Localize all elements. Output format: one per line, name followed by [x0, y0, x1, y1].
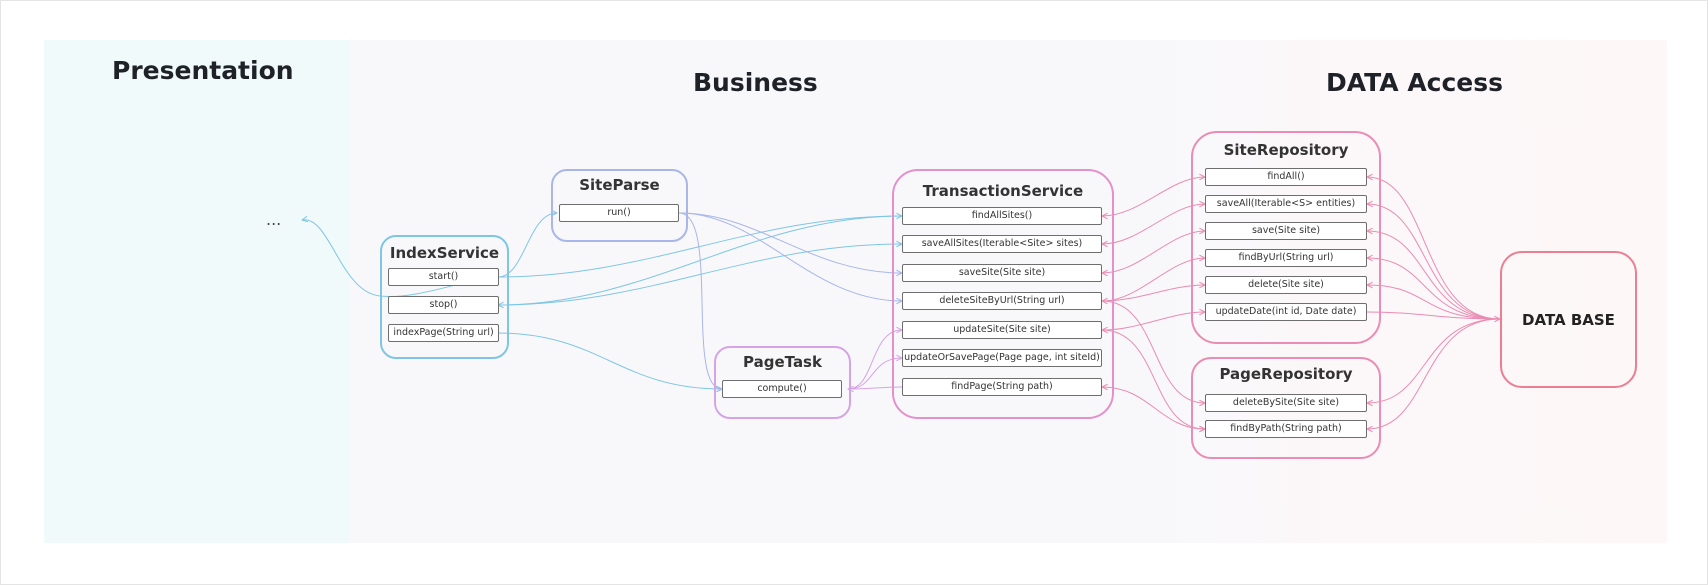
connector-stop-saveallsites	[497, 244, 902, 306]
connector-db-save	[1367, 231, 1501, 320]
connector-saveallsites-saveall	[1102, 204, 1205, 244]
database-box: DATA BASE	[1500, 251, 1637, 388]
page-task-box: PageTask	[714, 346, 851, 419]
connector-updatesite-findbypath	[1101, 329, 1205, 429]
connector-findallsites-findall	[1102, 177, 1205, 216]
site-parse-method-run[interactable]: run()	[559, 204, 679, 222]
site-repository-method-saveall[interactable]: saveAll(Iterable<S> entities)	[1205, 195, 1367, 213]
data-access-layer-title: DATA Access	[1326, 68, 1504, 97]
transaction-service-method-savesite[interactable]: saveSite(Site site)	[902, 264, 1102, 282]
connector-updatesite-updatedate	[1102, 312, 1205, 330]
site-repository-method-findall[interactable]: findAll()	[1205, 168, 1367, 186]
database-label: DATA BASE	[1522, 310, 1615, 329]
index-service-box: IndexService	[380, 235, 509, 359]
connector-updatedate-db	[1366, 311, 1500, 319]
connector-db-delete	[1367, 285, 1501, 320]
transaction-service-method-deletesitebyurl[interactable]: deleteSiteByUrl(String url)	[902, 292, 1102, 310]
business-layer-title: Business	[693, 68, 818, 97]
ellipsis-node: ...	[266, 210, 282, 229]
connector-db-findbyurl	[1367, 258, 1501, 320]
site-repository-box: SiteRepository	[1191, 131, 1381, 344]
transaction-service-method-updateorsavepage[interactable]: updateOrSavePage(Page page, int siteId)	[902, 349, 1102, 367]
page-repository-method-deletebysite[interactable]: deleteBySite(Site site)	[1205, 394, 1367, 412]
index-service-method-stop[interactable]: stop()	[388, 296, 499, 314]
index-service-method-start[interactable]: start()	[388, 268, 499, 286]
connector-indexpage-compute	[497, 332, 722, 389]
transaction-service-method-findallsites[interactable]: findAllSites()	[902, 207, 1102, 225]
site-parse-box: SiteParse	[551, 169, 688, 242]
connector-findpage-findbypath	[1102, 387, 1205, 429]
connector-db-findall	[1367, 177, 1501, 320]
site-repository-method-findbyurl[interactable]: findByUrl(String url)	[1205, 249, 1367, 267]
connector-compute-findpage	[848, 387, 903, 389]
transaction-service-title: TransactionService	[922, 182, 1084, 200]
page-repository-method-findbypath[interactable]: findByPath(String path)	[1205, 420, 1367, 438]
page-task-method-compute[interactable]: compute()	[722, 380, 842, 398]
connector-deletesite-deletebysite	[1101, 300, 1205, 403]
transaction-service-method-findpage[interactable]: findPage(String path)	[902, 378, 1102, 396]
connector-start-findallsites	[497, 216, 902, 278]
connector-run-savesite	[678, 212, 902, 273]
page-task-title: PageTask	[743, 353, 822, 371]
connector-savesite-save	[1102, 231, 1205, 273]
site-repository-method-updatedate[interactable]: updateDate(int id, Date date)	[1205, 303, 1367, 321]
connector-db-saveall	[1367, 204, 1501, 320]
connector-start-run	[497, 213, 557, 278]
connector-db-deletebysite	[1367, 318, 1501, 403]
presentation-layer-panel	[44, 40, 350, 543]
connector-run-compute	[678, 212, 722, 389]
site-repository-title: SiteRepository	[1223, 141, 1349, 159]
connector-run-deletesite	[678, 212, 902, 301]
connector-deletesite-findbyurl	[1102, 258, 1205, 301]
index-service-method-indexpage[interactable]: indexPage(String url)	[388, 324, 499, 342]
site-repository-method-save[interactable]: save(Site site)	[1205, 222, 1367, 240]
site-repository-method-delete[interactable]: delete(Site site)	[1205, 276, 1367, 294]
transaction-service-method-updatesite[interactable]: updateSite(Site site)	[902, 321, 1102, 339]
page-repository-title: PageRepository	[1219, 365, 1353, 383]
transaction-service-box: TransactionService	[892, 169, 1114, 419]
connector-db-findbypath	[1367, 318, 1501, 429]
presentation-layer-title: Presentation	[112, 56, 294, 85]
index-service-title: IndexService	[389, 244, 500, 262]
business-layer-panel	[350, 40, 1146, 543]
site-parse-title: SiteParse	[579, 176, 660, 194]
transaction-service-method-saveallsites[interactable]: saveAllSites(Iterable<Site> sites)	[902, 235, 1102, 253]
page-repository-box: PageRepository	[1191, 357, 1381, 459]
